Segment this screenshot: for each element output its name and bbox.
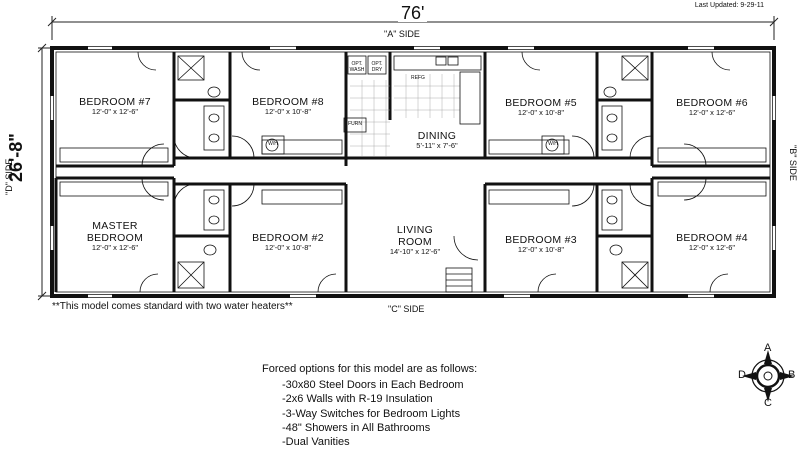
depth-dimension-line	[37, 43, 52, 301]
room-bedroom-6: BEDROOM #6 12'-0" x 12'-6"	[676, 97, 748, 118]
hallway-walls	[56, 156, 770, 186]
compass-rose	[742, 350, 794, 402]
forced-options: Forced options for this model are as fol…	[262, 362, 477, 449]
tiled-floor-utility	[350, 74, 460, 156]
opt-dry-label: OPT. DRY	[371, 61, 383, 73]
side-a-label: "A" SIDE	[384, 29, 420, 39]
entry-steps	[445, 267, 473, 293]
forced-option-item: -Dual Vanities	[282, 436, 350, 449]
forced-option-item: -2x6 Walls with R-19 Insulation	[282, 393, 433, 406]
exterior-walls	[50, 46, 776, 298]
forced-option-item: -48" Showers in All Bathrooms	[282, 421, 431, 434]
room-living-room: LIVING ROOM 14'-10" x 12'-6"	[389, 224, 441, 257]
compass-label-a: A	[764, 342, 772, 354]
room-bedroom-5: BEDROOM #5 12'-0" x 10'-8"	[505, 97, 577, 118]
forced-option-item: -30x80 Steel Doors in Each Bedroom	[282, 379, 464, 392]
last-updated: Last Updated: 9-29-11	[694, 2, 764, 9]
door-swings	[137, 51, 731, 293]
windows	[50, 46, 776, 298]
side-b-label: "B" SIDE	[788, 145, 798, 181]
room-bedroom-4: BEDROOM #4 12'-0" x 12'-6"	[676, 232, 748, 253]
room-bedroom-3: BEDROOM #3 12'-0" x 10'-8"	[505, 234, 577, 255]
room-bedroom-7: BEDROOM #7 12'-0" x 12'-6"	[79, 96, 151, 117]
water-heater-closets	[261, 135, 565, 155]
side-c-label: "C" SIDE	[388, 304, 425, 314]
compass-label-b: B	[788, 369, 796, 381]
water-heater-label-1: W/H	[268, 141, 278, 147]
room-dining: DINING 5'-11" x 7'-6"	[416, 130, 458, 151]
bathroom-fixtures	[177, 55, 649, 289]
interior-walls	[54, 52, 654, 292]
opt-wash-label: OPT. WASH	[349, 61, 365, 73]
room-master-bedroom: MASTER BEDROOM 12'-0" x 12'-6"	[86, 220, 144, 253]
room-bedroom-2: BEDROOM #2 12'-0" x 10'-8"	[252, 232, 324, 253]
forced-options-heading: Forced options for this model are as fol…	[262, 363, 478, 375]
furnace-label: FURN	[348, 121, 362, 127]
width-dimension-line	[47, 16, 779, 40]
compass-label-d: D	[738, 369, 746, 381]
kitchen-fixtures	[343, 55, 482, 133]
refrigerator-label: REFG	[411, 75, 425, 81]
water-heater-note: **This model comes standard with two wat…	[52, 301, 293, 312]
width-dimension: 76'	[398, 4, 428, 22]
compass-label-c: C	[764, 397, 772, 409]
room-bedroom-8: BEDROOM #8 12'-0" x 10'-8"	[252, 96, 324, 117]
side-d-label: "D" SIDE	[4, 158, 14, 195]
water-heater-label-2: W/H	[548, 141, 558, 147]
forced-option-item: -3-Way Switches for Bedroom Lights	[282, 407, 461, 420]
